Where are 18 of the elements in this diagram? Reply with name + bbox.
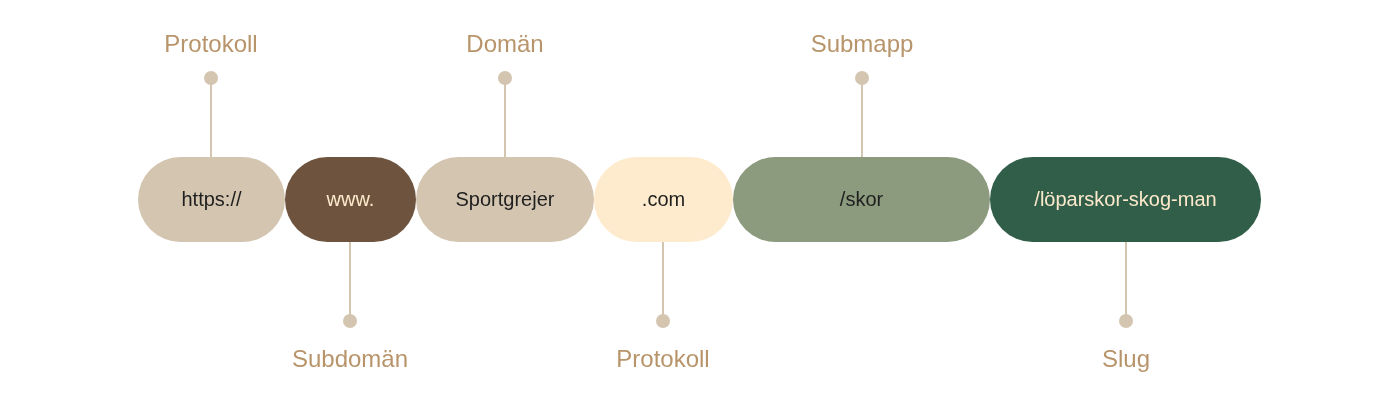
- part-label: Slug: [1101, 345, 1150, 373]
- leader-line: [855, 71, 869, 158]
- part-label: Submapp: [810, 30, 914, 58]
- segment-text: Sportgrejer: [455, 188, 555, 211]
- segment-text: .com: [641, 188, 686, 211]
- leader-line: [498, 71, 512, 158]
- part-label: Protokoll: [616, 345, 710, 373]
- leader-line: [343, 241, 357, 328]
- part-label: Domän: [466, 30, 544, 58]
- leader-line: [1119, 241, 1133, 328]
- leader-line: [204, 71, 218, 158]
- segment-text: www.: [326, 188, 375, 211]
- segment-text: /skor: [839, 188, 884, 211]
- segment-text: /löparskor-skog-man: [1034, 188, 1217, 211]
- segment-text: https://: [181, 188, 242, 211]
- part-label: Protokoll: [164, 30, 258, 58]
- leader-line: [656, 241, 670, 328]
- part-label: Subdomän: [291, 345, 409, 373]
